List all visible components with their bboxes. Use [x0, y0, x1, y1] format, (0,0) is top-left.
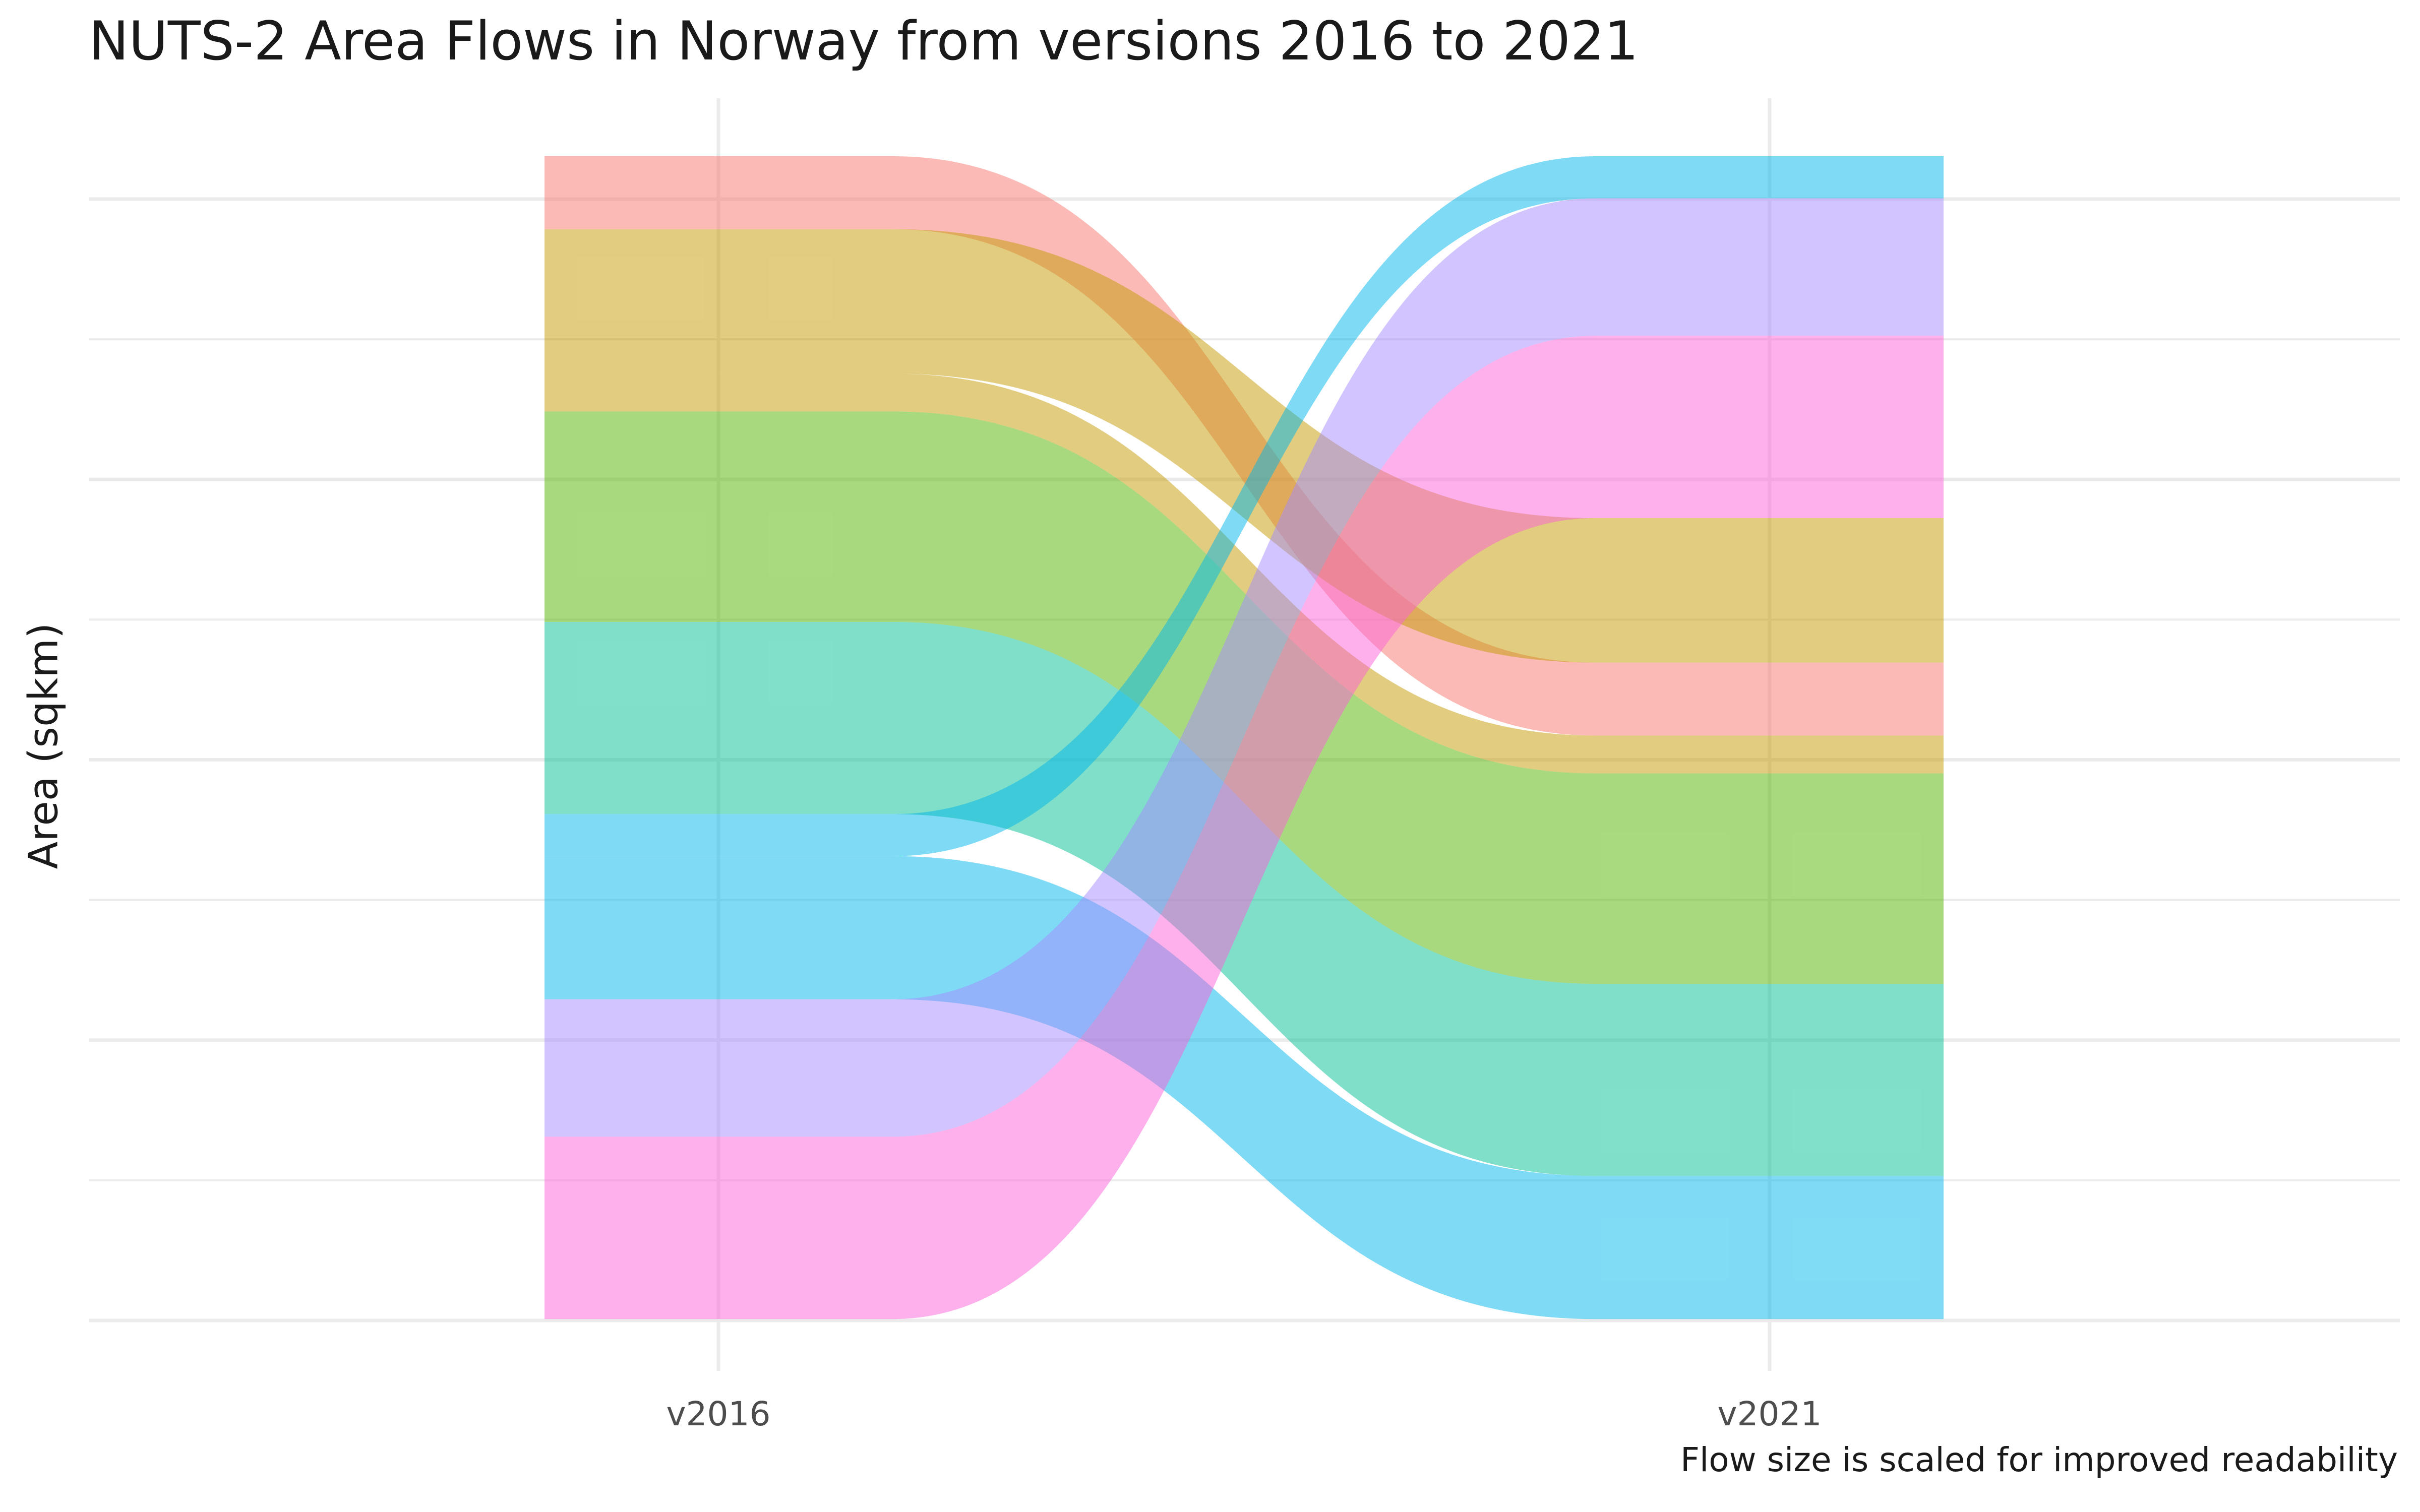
stratum-v2016-pink-8 [544, 1137, 892, 1319]
flow-cyan-5 [892, 156, 1596, 856]
stratum-v2021-salmon-0 [1596, 662, 1944, 736]
flow-olive-2 [892, 373, 1596, 774]
stratum-v2016-teal-4 [544, 622, 892, 814]
flow-purple-7 [892, 198, 1596, 1137]
stratum-v2021-teal-4 [1596, 984, 1944, 1176]
stratum-v2021-cyan-6 [1596, 1176, 1944, 1319]
stratum-v2016-olive-1 [544, 229, 892, 374]
chart-caption: Flow size is scaled for improved readabi… [1680, 1440, 2398, 1479]
x-tick-label-v2016: v2016 [666, 1395, 770, 1433]
stratum-v2021-pink-8 [1596, 336, 1944, 519]
stratum-v2021-cyan-5 [1596, 156, 1944, 199]
stratum-v2016-purple-7 [544, 999, 892, 1137]
stratum-v2016-cyan-6 [544, 856, 892, 999]
stratum-v2021-olive-1 [1596, 518, 1944, 663]
stratum-v2016-salmon-0 [544, 156, 892, 229]
flow-layer [892, 156, 1596, 1319]
stratum-v2016-olive-2 [544, 373, 892, 412]
flow-pink-8 [892, 336, 1596, 1319]
chart-title: NUTS-2 Area Flows in Norway from version… [89, 10, 1639, 72]
stratum-v2021-olive-2 [1596, 735, 1944, 774]
x-tick-label-v2021: v2021 [1717, 1395, 1822, 1433]
stratum-v2021-green-3 [1596, 773, 1944, 984]
stratum-v2016-cyan-5 [544, 814, 892, 856]
stratum-v2021-purple-7 [1596, 198, 1944, 336]
stratum-v2016-green-3 [544, 411, 892, 622]
stratum-layer [544, 156, 1944, 1319]
